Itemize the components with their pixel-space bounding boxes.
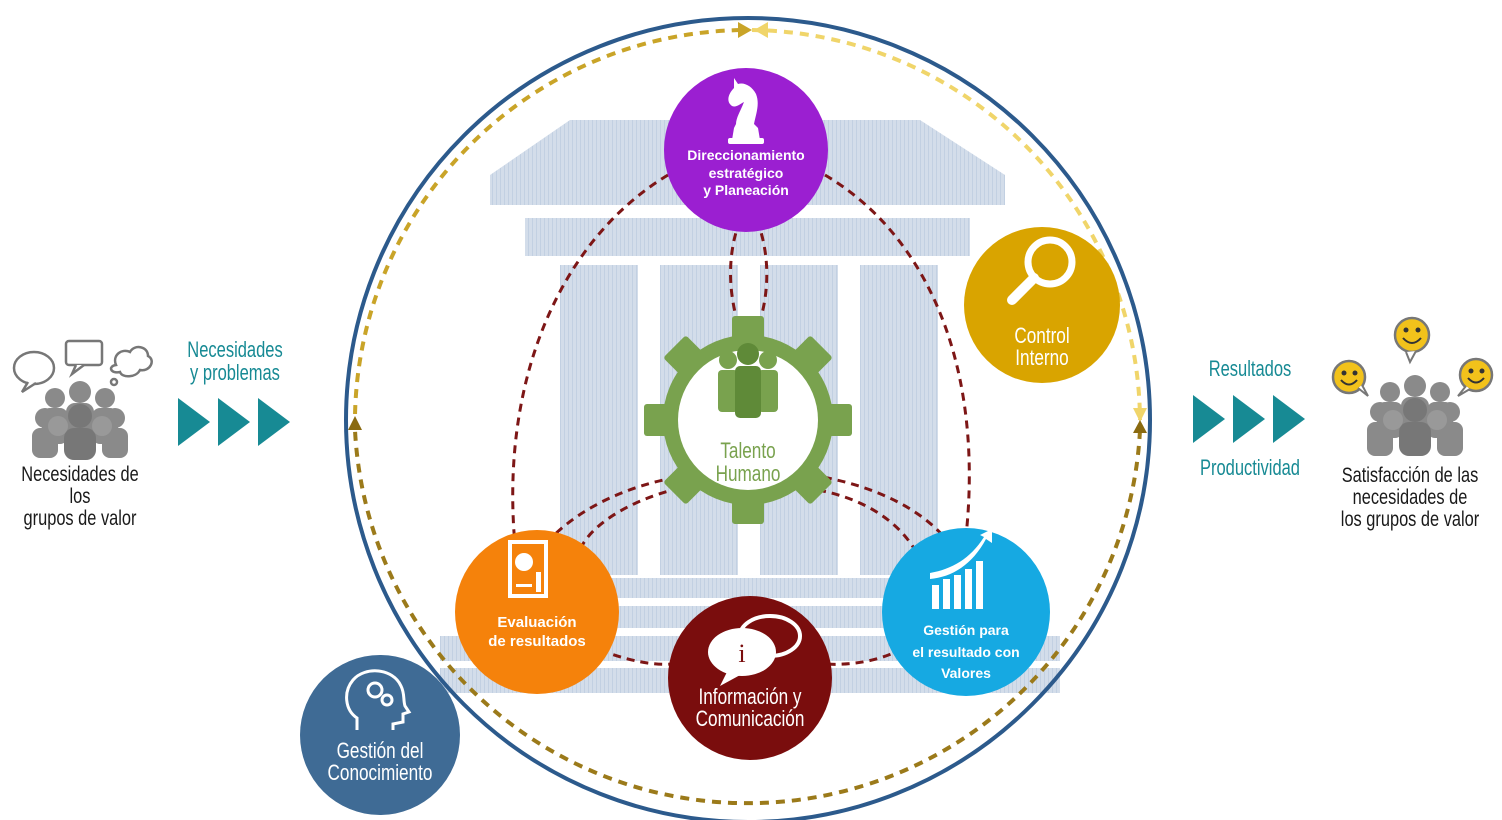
evaluacion-line1: Evaluación [497,614,577,631]
report-chart-icon [508,540,548,598]
control-interno-circle [964,227,1120,383]
left-arrow-label-line1: Necesidades [187,337,283,362]
right-caption-line2: necesidades de [1352,486,1468,510]
gestion-resultado-line1: Gestión para [923,622,1009,638]
informacion-label: Información y Comunicación [688,686,813,730]
talento-line1: Talento [720,438,776,463]
gold-dashed-cycle [352,28,1142,806]
people-group-icon [718,343,778,418]
control-interno-label: Control Interno [995,325,1089,369]
evaluacion-label: Evaluación de resultados [462,614,612,652]
left-caption-line2: grupos de valor [23,507,137,531]
left-arrow-label-line2: y problemas [190,360,280,386]
left-caption: Necesidades de los grupos de valor [10,463,150,531]
conocimiento-circle [300,655,460,815]
talento-line2: Humano [715,461,781,487]
head-gears-icon [345,669,412,730]
conocimiento-label: Gestión del Conocimiento [322,740,439,784]
gestion-resultado-circle [882,528,1050,696]
gestion-resultado-line3: Valores [941,665,991,682]
direccionamiento-circle [664,68,828,232]
right-caption: Satisfacción de las necesidades de los g… [1340,464,1480,532]
right-arrow-label-bottom: Productividad [1200,455,1300,480]
informacion-line1: Información y [698,684,802,709]
right-caption-line1: Satisfacción de las [1341,464,1479,487]
speech-bubbles-icon [12,339,153,394]
chess-knight-icon [728,78,764,144]
evaluacion-circle [455,530,619,694]
speech-info-icon: i [708,614,802,686]
left-people-group-icon [32,381,128,460]
conocimiento-line2: Conocimiento [327,760,433,785]
conocimiento-line1: Gestión del [336,738,424,763]
outer-ring [344,16,1152,820]
growth-chart-icon [930,529,992,609]
right-arrow-label-top: Resultados [1208,356,1292,381]
talento-humano-label: Talento Humano [701,439,795,485]
left-caption-line1: Necesidades de los [21,463,139,509]
direccionamiento-line2: estratégico [708,164,784,181]
direccionamiento-line3: y Planeación [703,182,789,198]
direccionamiento-label: Direccionamiento estratégico y Planeació… [666,147,826,200]
right-caption-line3: los grupos de valor [1340,508,1480,532]
informacion-line2: Comunicación [695,706,805,731]
left-arrows [178,398,290,446]
svg-text:i: i [738,639,745,668]
control-line2: Interno [1015,345,1069,370]
gestion-resultado-line2: el resultado con [912,643,1020,660]
smiley-bubbles-icon [1331,316,1494,397]
talento-humano-gear [644,316,852,524]
direccionamiento-line1: Direccionamiento [687,147,805,163]
cycle-arrowheads [348,22,1147,433]
informacion-circle [668,596,832,760]
left-arrow-label: Necesidades y problemas [179,338,292,384]
gestion-resultado-label: Gestión para el resultado con Valores [891,620,1041,685]
right-people-group-icon [1367,375,1463,456]
magnifier-icon [1007,236,1076,305]
evaluacion-line2: de resultados [488,632,586,650]
control-line1: Control [1014,323,1070,348]
right-arrows [1193,395,1305,443]
